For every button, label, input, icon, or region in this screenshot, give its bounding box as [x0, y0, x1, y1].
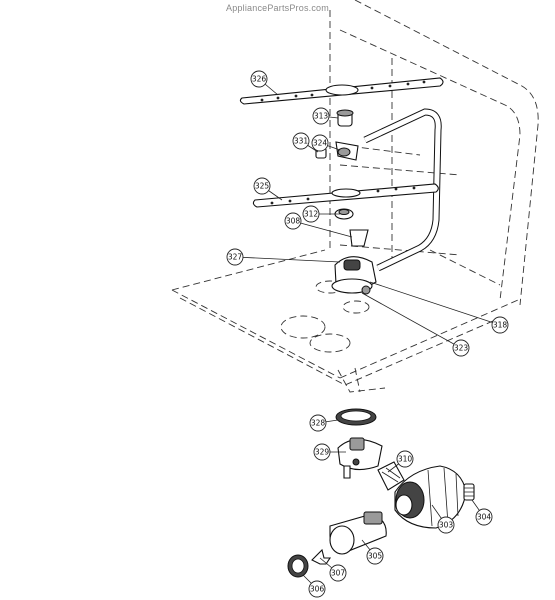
lower-spray-arm — [252, 183, 439, 208]
callout-label: 313 — [314, 112, 329, 121]
callout-circle — [366, 547, 384, 565]
callout-circle — [292, 132, 310, 150]
callout-label: 328 — [311, 419, 326, 428]
callout-label: 307 — [331, 569, 346, 578]
callout-303: 303 — [431, 504, 455, 534]
callout-label: 310 — [398, 455, 413, 464]
callout-label: 324 — [313, 139, 328, 148]
upper-spray-arm — [239, 77, 444, 105]
callout-circle — [284, 212, 302, 230]
callout-327: 327 — [226, 248, 341, 266]
supply-tube — [363, 108, 442, 272]
callout-313: 313 — [312, 107, 339, 125]
callout-324: 324 — [311, 134, 341, 152]
callout-label: 304 — [477, 513, 492, 522]
callout-circle — [308, 580, 326, 598]
tub-outline — [171, 0, 539, 393]
callout-leader — [369, 281, 501, 326]
callout-label: 325 — [255, 182, 270, 191]
callout-305: 305 — [361, 539, 384, 565]
callout-label: 326 — [252, 75, 267, 84]
callout-312: 312 — [302, 205, 340, 223]
callout-label: 327 — [228, 253, 243, 262]
callout-leader — [361, 292, 462, 349]
callout-329: 329 — [313, 443, 346, 461]
callout-307: 307 — [319, 557, 347, 582]
callout-label: 306 — [310, 585, 325, 594]
callout-310: 310 — [387, 450, 414, 473]
callout-circle — [312, 107, 330, 125]
callout-circle — [329, 564, 347, 582]
seal-ring — [335, 408, 377, 426]
callout-328: 328 — [309, 414, 339, 432]
callout-label: 331 — [294, 137, 309, 146]
pump-housing — [337, 437, 383, 479]
fitting — [463, 483, 475, 501]
callout-circle — [475, 508, 493, 526]
callout-306: 306 — [302, 574, 326, 598]
callout-326: 326 — [250, 70, 279, 96]
callout-label: 305 — [368, 552, 383, 561]
callout-leader — [292, 220, 353, 238]
callout-label: 308 — [286, 217, 301, 226]
callout-308: 308 — [284, 212, 353, 238]
filter-cap — [287, 554, 309, 578]
callout-circle — [302, 205, 320, 223]
callout-circle — [226, 248, 244, 266]
callout-label: 329 — [315, 448, 330, 457]
callout-label: 303 — [439, 521, 454, 530]
callout-label: 318 — [493, 321, 508, 330]
callout-label: 312 — [304, 210, 319, 219]
callout-circle — [491, 316, 509, 334]
callout-leader — [234, 256, 341, 263]
callout-circle — [253, 177, 271, 195]
callout-323: 323 — [361, 292, 470, 357]
lower-hub-parts — [334, 208, 369, 247]
callout-318: 318 — [369, 281, 509, 334]
callout-circle — [396, 450, 414, 468]
connector-hose — [377, 461, 405, 491]
callout-circle — [309, 414, 327, 432]
callout-circle — [437, 516, 455, 534]
callout-304: 304 — [471, 499, 493, 526]
callout-circle — [313, 443, 331, 461]
drain-pump — [329, 511, 387, 555]
callout-325: 325 — [253, 177, 283, 201]
sump-assembly — [331, 256, 377, 295]
callout-331: 331 — [292, 132, 319, 153]
callout-label: 323 — [454, 344, 469, 353]
callout-circle — [311, 134, 329, 152]
pump-motor — [394, 465, 467, 529]
arrow-marker — [311, 548, 332, 565]
watermark: AppliancePartsPros.com — [226, 3, 329, 13]
callout-circle — [452, 339, 470, 357]
callout-circle — [250, 70, 268, 88]
